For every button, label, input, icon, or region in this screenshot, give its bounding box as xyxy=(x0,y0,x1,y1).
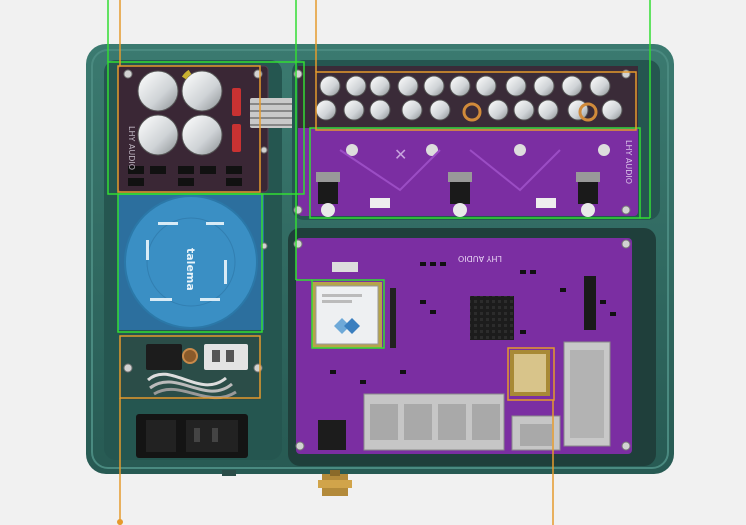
voltage-regulator xyxy=(448,172,472,217)
small-capacitor xyxy=(423,75,445,97)
small-capacitors xyxy=(346,144,610,156)
pcb-traces xyxy=(339,149,561,192)
chassis-rim xyxy=(91,49,669,469)
ac-inlet-module xyxy=(120,336,260,458)
voltage-regulator xyxy=(316,172,340,217)
callout-orange xyxy=(117,0,637,525)
small-capacitor xyxy=(319,75,341,97)
callout-dot xyxy=(117,519,123,525)
large-capacitor xyxy=(181,114,223,156)
module-chip xyxy=(510,350,550,396)
small-capacitor xyxy=(589,75,611,97)
small-capacitor xyxy=(369,75,391,97)
small-capacitor xyxy=(513,99,535,121)
diode-row xyxy=(128,166,242,186)
small-capacitor xyxy=(537,99,559,121)
small-capacitor xyxy=(345,75,367,97)
bnc-connector-icon xyxy=(318,470,352,496)
main-board-brand: LHY AUDIO xyxy=(458,254,502,263)
dc-jack xyxy=(318,420,346,450)
label-sticker xyxy=(332,262,358,272)
large-capacitor xyxy=(181,69,223,112)
logo-mark: ✕ xyxy=(394,145,407,164)
toroidal-transformer: talema xyxy=(118,194,264,330)
voltage-regulator xyxy=(576,172,600,217)
small-capacitor xyxy=(315,99,337,121)
header-connector xyxy=(584,276,596,330)
power-supply-board: LHY AUDIO xyxy=(117,65,269,193)
small-capacitor xyxy=(561,75,583,97)
small-capacitor xyxy=(429,99,451,121)
power-board-brand: LHY AUDIO xyxy=(127,126,136,170)
inductor-coil xyxy=(578,102,598,122)
transformer-brand: talema xyxy=(184,248,197,291)
inductor-coil xyxy=(462,102,482,122)
small-capacitor xyxy=(369,99,391,121)
smd-components xyxy=(330,262,616,384)
capacitor-row xyxy=(315,75,623,122)
heatsink-icon xyxy=(470,296,514,340)
ethernet-port-icon xyxy=(511,415,561,451)
foot-tab xyxy=(222,470,236,476)
board-connector xyxy=(370,198,556,208)
small-capacitor xyxy=(343,99,365,121)
fuse xyxy=(232,124,241,152)
ethernet-port-icon xyxy=(363,393,505,451)
top-board-brand: LHY AUDIO xyxy=(624,140,633,184)
fuse xyxy=(232,88,241,116)
small-capacitor xyxy=(397,75,419,97)
large-capacitor xyxy=(137,114,179,156)
small-capacitor xyxy=(601,99,623,121)
ribbon-connector xyxy=(250,98,298,128)
callout-green xyxy=(107,0,651,349)
small-capacitor xyxy=(533,75,555,97)
sfp-cage-icon xyxy=(563,341,611,447)
small-capacitor xyxy=(449,75,471,97)
small-capacitor xyxy=(487,99,509,121)
network-switch-board: LHY AUDIO xyxy=(288,228,656,466)
header-connector xyxy=(390,288,396,348)
large-capacitor xyxy=(137,70,179,112)
small-capacitor xyxy=(401,99,423,121)
small-capacitor xyxy=(475,75,497,97)
main-processor-chip xyxy=(312,282,382,348)
regulator-group: LHY AUDIO ✕ xyxy=(316,140,633,217)
small-capacitor xyxy=(505,75,527,97)
